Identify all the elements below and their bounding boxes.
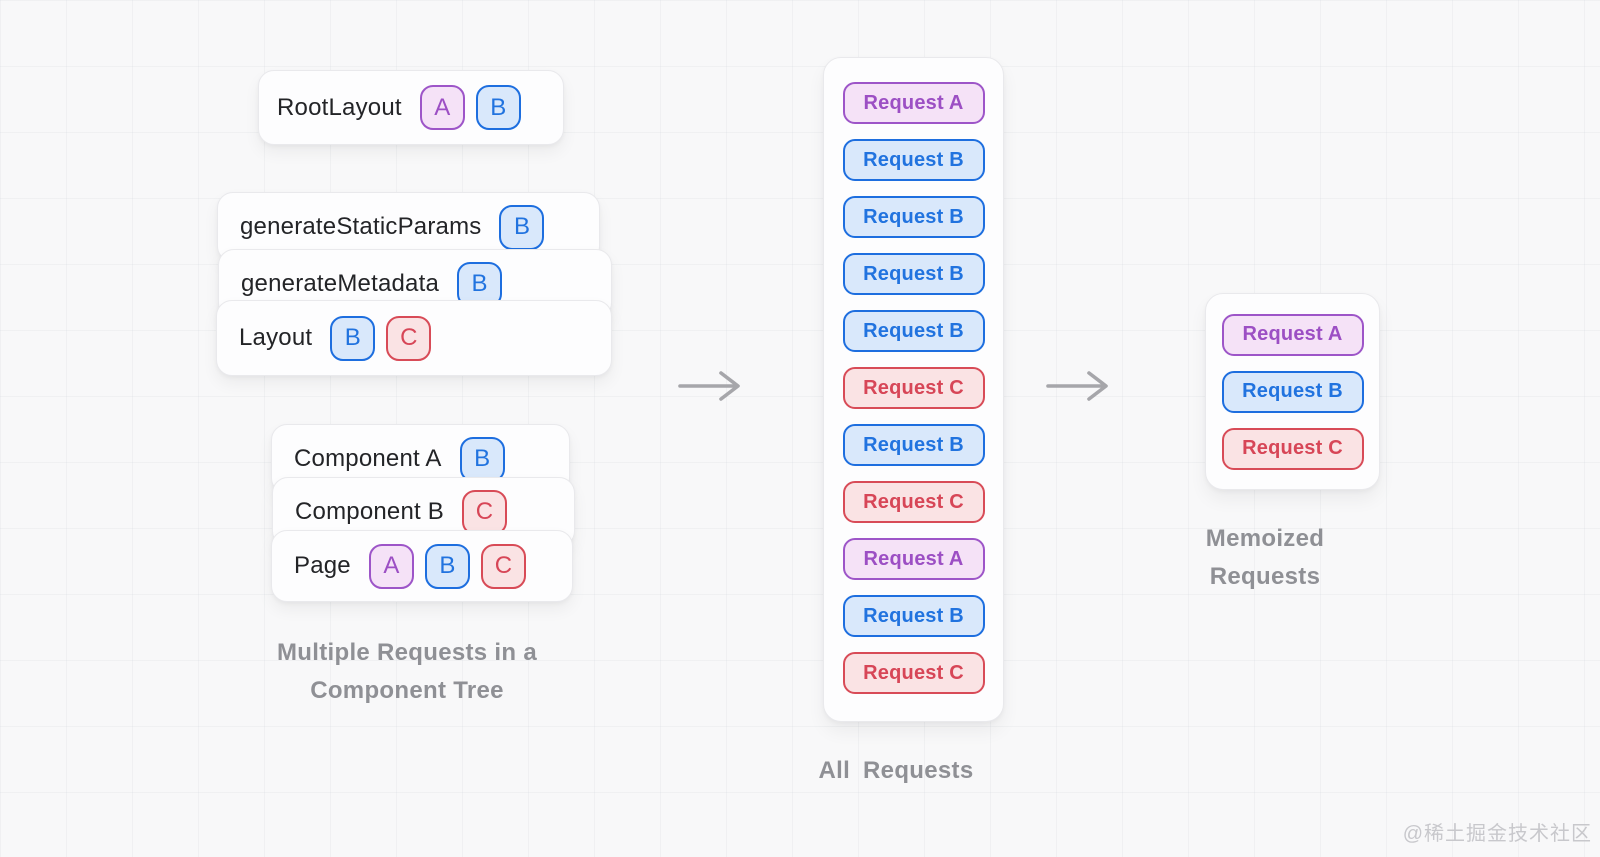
request-pill: Request C <box>842 652 985 694</box>
request-pill: Request B <box>842 595 985 637</box>
request-pill: Request A <box>1221 313 1364 356</box>
component-tree-caption: Multiple Requests in a Component Tree <box>222 634 592 710</box>
request-badge: A <box>419 85 465 130</box>
card-generate-static-params-label: generateStaticParams <box>240 213 482 240</box>
right-arrow-icon <box>1044 368 1114 404</box>
card-generate-metadata-label: generateMetadata <box>241 270 440 297</box>
request-pill: Request B <box>842 253 985 295</box>
all-requests-caption: All Requests <box>818 757 974 784</box>
request-badge: B <box>424 543 470 589</box>
memoized-caption-line1: Memoized <box>1205 525 1325 552</box>
request-badge: C <box>461 489 507 535</box>
card-component-a-label: Component A <box>294 445 442 472</box>
request-badge: B <box>459 436 505 482</box>
request-pill: Request A <box>842 538 985 580</box>
watermark: @稀土掘金技术社区 <box>1402 823 1592 845</box>
request-pill: Request B <box>842 310 985 352</box>
right-arrow-icon <box>676 368 746 404</box>
memoized-requests-caption: Memoized Requests <box>1165 520 1365 596</box>
request-badge: C <box>386 315 432 361</box>
card-component-a-badges: B <box>459 436 505 482</box>
card-layout-label: Layout <box>239 324 313 351</box>
request-badge: B <box>475 85 521 130</box>
component-tree-caption-line1: Multiple Requests in a <box>277 639 537 666</box>
request-pill: Request C <box>842 367 985 409</box>
request-badge: B <box>330 315 376 361</box>
request-pill: Request C <box>842 481 985 523</box>
request-badge: B <box>499 204 545 250</box>
request-pill: Request C <box>1221 427 1364 470</box>
memoized-caption-line2: Requests <box>1209 563 1321 590</box>
component-tree-caption-line2: Component Tree <box>310 677 504 704</box>
request-badge: C <box>480 543 526 589</box>
card-component-b-label: Component B <box>295 498 444 525</box>
request-pill: Request B <box>842 139 985 181</box>
card-generate-static-params-badges: B <box>499 204 545 250</box>
request-pill: Request B <box>842 424 985 466</box>
all-requests-panel: Request A Request B Request B Request B Requ… <box>823 57 1004 722</box>
card-page-label: Page <box>294 552 351 579</box>
card-rootlayout-label: RootLayout <box>277 93 402 121</box>
request-pill: Request B <box>1221 370 1364 413</box>
request-pill: Request B <box>842 196 985 238</box>
request-badge: A <box>368 543 414 589</box>
request-pill: Request A <box>842 82 985 124</box>
memoized-requests-panel: Request A Request B Request C <box>1205 293 1380 490</box>
card-component-b-badges: C <box>461 489 507 535</box>
